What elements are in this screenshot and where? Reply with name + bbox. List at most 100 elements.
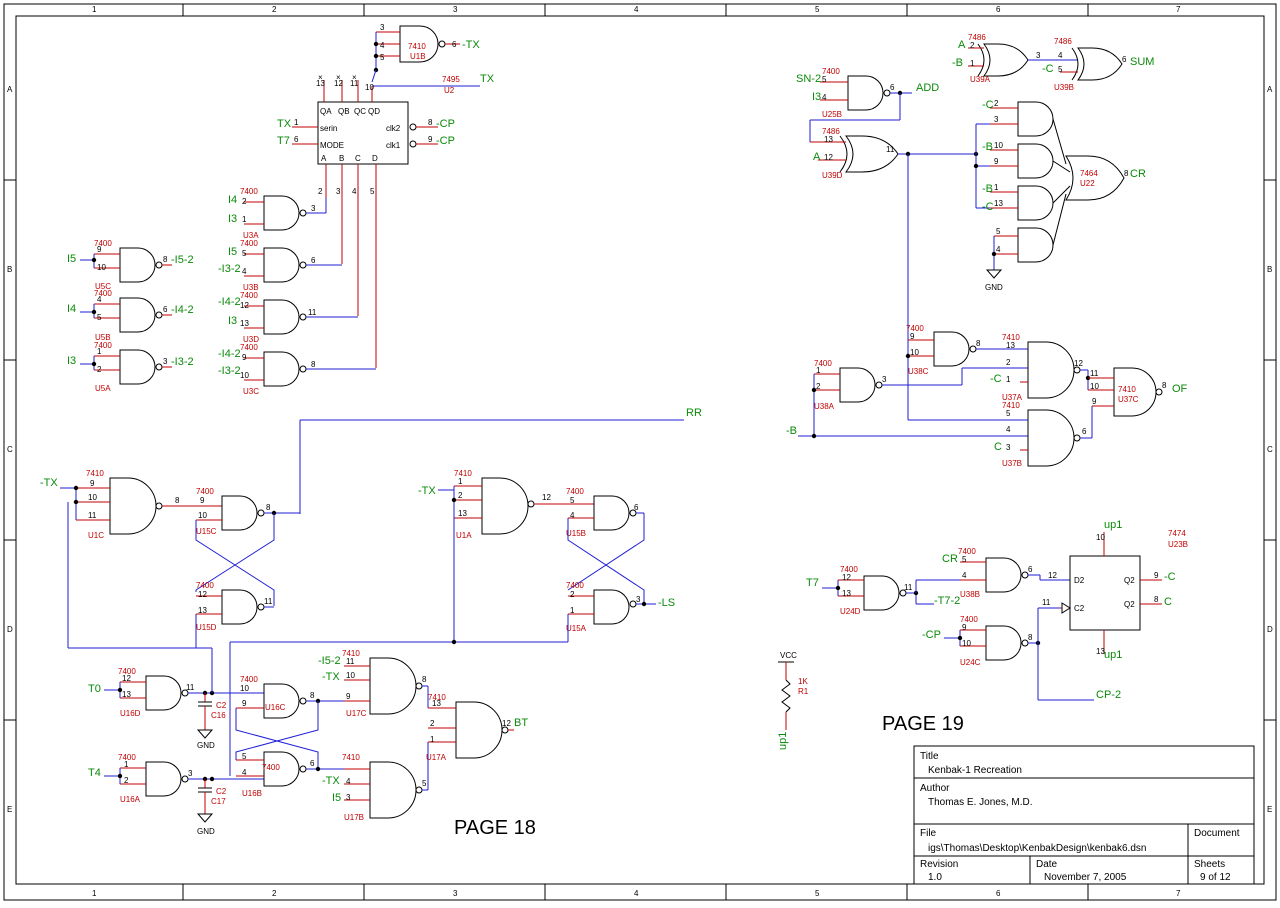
part-type-t7400: 7400 (240, 239, 258, 248)
svg-text:2: 2 (970, 41, 975, 50)
part-ref-u15a: U15A (566, 624, 587, 633)
part-type-t7410: 7410 (1118, 385, 1136, 394)
gate-u1b (399, 25, 439, 63)
svg-text:6: 6 (890, 83, 895, 92)
svg-text:11: 11 (886, 145, 895, 154)
file-label: File (920, 828, 937, 839)
part-ref-u37c: U37C (1118, 395, 1139, 404)
svg-text:1: 1 (1006, 375, 1011, 384)
part-type-t7464: 7464 (1080, 169, 1098, 178)
part-type-t7410: 7410 (342, 649, 360, 658)
sheets-label: Sheets (1194, 859, 1225, 870)
net-label-i3d: -I3-2 (218, 365, 241, 377)
col-label-7-bottom: 7 (1176, 889, 1181, 898)
net-label-txc: -TX (322, 775, 340, 787)
part-type-t7400: 7400 (94, 239, 112, 248)
pin-label-mode: MODE (320, 141, 344, 150)
svg-text:10: 10 (346, 671, 355, 680)
pin-label-qb: QB (338, 107, 350, 116)
svg-text:4: 4 (1058, 51, 1063, 60)
svg-text:4: 4 (822, 93, 827, 102)
part-type-t7410: 7410 (428, 693, 446, 702)
part-ref-u3b: U3B (243, 283, 259, 292)
part-type-t7400: 7400 (814, 359, 832, 368)
svg-text:9: 9 (200, 496, 205, 505)
svg-text:8: 8 (1028, 633, 1033, 642)
svg-text:1: 1 (458, 477, 463, 486)
svg-text:12: 12 (122, 674, 131, 683)
svg-text:1: 1 (97, 347, 102, 356)
net-label-cp2r: CP-2 (1096, 689, 1121, 701)
svg-text:2: 2 (570, 590, 575, 599)
col-label-1: 1 (92, 5, 97, 14)
net-label-a2: A (958, 39, 966, 51)
svg-text:5: 5 (822, 75, 827, 84)
net-label-t4: T4 (88, 767, 101, 779)
net-label-a1: A (813, 151, 821, 163)
svg-text:9: 9 (242, 353, 247, 362)
row-label-e-right: E (1267, 805, 1272, 814)
svg-text:10: 10 (240, 684, 249, 693)
pin-label-qa: QA (320, 107, 332, 116)
revision-label: Revision (920, 859, 958, 870)
net-label-c5: C (994, 441, 1002, 453)
svg-text:9: 9 (346, 692, 351, 701)
svg-text:1: 1 (994, 183, 999, 192)
part-type-t7400: 7400 (118, 667, 136, 676)
pin-label-qd: QD (368, 107, 380, 116)
net-label-i52: -I5-2 (171, 254, 194, 266)
part-ref-u24d: U24D (840, 607, 861, 616)
net-label-i5c: I5 (332, 792, 341, 804)
svg-text:1: 1 (816, 366, 821, 375)
col-label-3: 3 (453, 5, 458, 14)
net-label-tx1: -TX (462, 39, 480, 51)
net-label-sn2: SN-2 (796, 73, 821, 85)
svg-text:6: 6 (311, 256, 316, 265)
svg-text:5: 5 (1058, 65, 1063, 74)
svg-text:11: 11 (1042, 598, 1051, 607)
net-label-tx3: TX (277, 118, 292, 130)
svg-text:9: 9 (962, 623, 967, 632)
col-label-4: 4 (634, 5, 639, 14)
svg-text:11: 11 (264, 597, 273, 606)
svg-text:5: 5 (570, 496, 575, 505)
net-label-gnd2: GND (197, 741, 215, 750)
net-label-i42: -I4-2 (171, 304, 194, 316)
svg-text:9: 9 (1092, 397, 1097, 406)
svg-text:×: × (318, 73, 323, 82)
svg-text:11: 11 (346, 657, 355, 666)
pin-label-qc: QC (354, 107, 366, 116)
border-ticks (4, 4, 1276, 900)
net-label-i5b: I5 (228, 246, 237, 258)
col-label-2-bottom: 2 (272, 889, 277, 898)
svg-text:2: 2 (124, 776, 129, 785)
svg-text:8: 8 (422, 675, 427, 684)
pin-label-c: C (355, 154, 361, 163)
part-ref-u39a: U39A (970, 75, 991, 84)
part-type-t7400: 7400 (94, 341, 112, 350)
svg-text:5: 5 (996, 227, 1001, 236)
part-type-t7400: 7400 (840, 565, 858, 574)
part-type-t7410: 7410 (86, 469, 104, 478)
svg-text:6: 6 (163, 305, 168, 314)
net-label-txl: -TX (40, 477, 58, 489)
svg-text:4: 4 (996, 245, 1001, 254)
part-ref-u17a: U17A (426, 753, 447, 762)
net-label-of: OF (1172, 383, 1188, 395)
part-ref-u39b: U39B (1054, 83, 1074, 92)
svg-text:1: 1 (430, 735, 435, 744)
net-label-i52b: -I5-2 (318, 655, 341, 667)
net-label-up1b: up1 (1104, 649, 1122, 661)
svg-text:10: 10 (1090, 382, 1099, 391)
svg-text:3: 3 (882, 375, 887, 384)
svg-text:3: 3 (1036, 51, 1041, 60)
svg-text:2: 2 (816, 382, 821, 391)
row-label-a: A (7, 85, 13, 94)
svg-text:5: 5 (1006, 409, 1011, 418)
part-ref-u39d: U39D (822, 171, 843, 180)
part-ref-u3c: U3C (243, 387, 259, 396)
svg-text:5: 5 (242, 752, 247, 761)
pin-label-d: D (372, 154, 378, 163)
svg-text:11: 11 (350, 79, 359, 88)
